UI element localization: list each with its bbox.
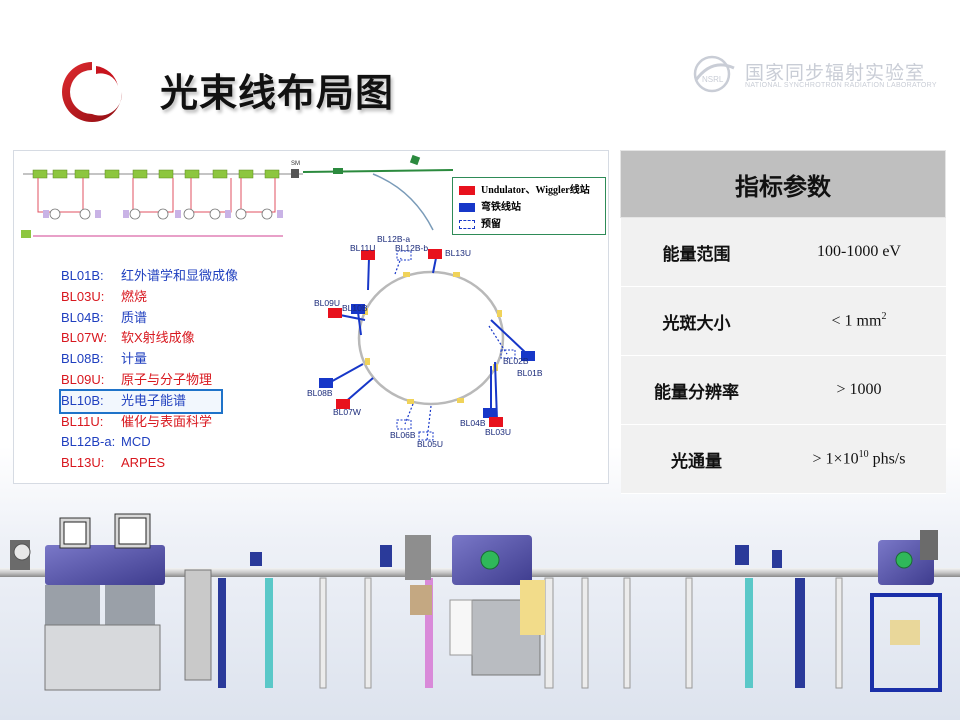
label-bl02b: BL02B [503, 356, 529, 366]
label-bl13u: BL13U [445, 248, 471, 258]
label-bl05u: BL05U [417, 439, 443, 449]
central-endstation [405, 535, 545, 676]
table-row: 光斑大小 < 1 mm2 [620, 286, 946, 356]
beamline-name: 质谱 [121, 309, 148, 325]
beamline-name: 计量 [121, 351, 148, 367]
param-value: 100-1000 eV [772, 217, 946, 287]
sm-label: SM [291, 161, 300, 167]
param-value: > 1×1010 phs/s [772, 424, 946, 494]
legend-undulator-swatch [459, 186, 475, 196]
param-key: 光通量 [620, 424, 773, 494]
label-bl12ba: BL12B-a [377, 234, 411, 244]
reserved-paths [394, 257, 508, 441]
table-row: 光通量 > 1×1010 phs/s [620, 424, 946, 494]
beamline-code: BL03U: [61, 288, 105, 304]
beamline-code: BL13U: [61, 455, 105, 471]
storage-ring-diagram [319, 249, 535, 441]
beamline-list-item: BL08B: 计量 [61, 349, 238, 370]
label-bl06b: BL06B [390, 430, 416, 440]
beamline-code: BL04B: [61, 309, 104, 325]
transport-line [302, 169, 454, 173]
beamline-code: BL09U: [61, 371, 105, 387]
gun [21, 230, 31, 238]
left-endstation [10, 513, 165, 691]
label-bl08b: BL08B [307, 388, 333, 398]
beamline-list-item: BL13U: ARPES [61, 453, 238, 474]
param-value: > 1000 [772, 355, 946, 425]
linac-schematic: SM [21, 154, 454, 238]
beamline-name: 软X射线成像 [121, 330, 195, 346]
nsrl-logo-icon: NSRL [693, 55, 735, 93]
beamline-name: 红外谱学和显微成像 [121, 268, 239, 283]
beamline-code: BL12B-a: [61, 434, 116, 450]
label-bl11u: BL11U [350, 243, 376, 253]
table-header: 指标参数 [620, 150, 946, 218]
beamline-code: BL01B: [61, 268, 104, 283]
beamline-list-item: BL10B: 光电子能谱 [59, 388, 223, 414]
beamline-name: 原子与分子物理 [121, 371, 213, 387]
label-bl03u: BL03U [485, 427, 511, 437]
sm-block [291, 169, 299, 178]
beamline-list-item: BL03U: 燃烧 [61, 287, 238, 308]
param-key: 光斑大小 [620, 286, 773, 356]
beamline-name: 燃烧 [121, 288, 148, 304]
label-bl04b: BL04B [460, 418, 486, 428]
param-key: 能量分辨率 [620, 355, 773, 425]
legend-undulator-label: Undulator、Wiggler线站 [481, 185, 590, 196]
storage-ring [357, 270, 505, 406]
beamline-name: 光电子能谱 [121, 392, 187, 408]
beamline-list-item: BL11U: 催化与表面科学 [61, 412, 238, 433]
modulators [43, 210, 283, 218]
table-row: 能量范围 100-1000 eV [620, 217, 946, 287]
legend-undulator: Undulator、Wiggler线站 [459, 181, 590, 196]
beamline-list-item: BL01B: 红外谱学和显微成像 [61, 266, 238, 287]
beamline-name: ARPES [121, 455, 166, 471]
legend-bending-swatch [459, 203, 475, 213]
legend-reserved: 预留 [459, 215, 501, 230]
beamline-code: BL10B: [61, 392, 104, 408]
label-bl10b: BL10B [342, 303, 368, 313]
beamline-list-item: BL09U: 原子与分子物理 [61, 370, 238, 391]
param-value: < 1 mm2 [772, 286, 946, 356]
beamline-code: BL07W: [61, 330, 108, 346]
page-title: 光束线布局图 [160, 71, 395, 115]
beamline-code: BL08B: [61, 351, 104, 367]
label-bl07w: BL07W [333, 407, 361, 417]
injection-line [372, 173, 434, 231]
beamline-equipment-illustration [0, 513, 960, 692]
label-bl12bb: BL12B-b [395, 243, 429, 253]
table-row: 能量分辨率 > 1000 [620, 355, 946, 425]
label-bl09u: BL09U [314, 298, 340, 308]
org-name-en: NATIONAL SYNCHROTRON RADIATION LABORATOR… [745, 82, 937, 89]
support-columns [184, 569, 843, 689]
transport-magnet-2 [409, 154, 421, 166]
beamline-list-item: BL12B-a: MCD [61, 432, 238, 453]
beamline-list: BL01B: 红外谱学和显微成像 BL03U: 燃烧 BL04B: 质谱 BL07W: 软X射… [59, 266, 238, 474]
beamline-name: 催化与表面科学 [121, 413, 213, 429]
beamline-endstations [319, 249, 535, 441]
label-bl01b: BL01B [517, 368, 543, 378]
beamline-paths [326, 257, 528, 421]
param-key: 能量范围 [620, 217, 773, 287]
legend-bending-label: 弯铁线站 [481, 202, 521, 213]
klystrons [49, 208, 273, 220]
right-endstation [870, 530, 942, 692]
beamline-name: MCD [121, 434, 151, 450]
map-legend: Undulator、Wiggler线站 弯铁线站 预留 [452, 177, 606, 235]
parameter-table: 指标参数 能量范围 100-1000 eV 光斑大小 < 1 mm2 能量分辨率… [620, 150, 946, 494]
beamline-code: BL11U: [61, 413, 104, 429]
legend-reserved-swatch [459, 220, 475, 230]
legend-reserved-label: 预留 [481, 219, 501, 230]
legend-bending: 弯铁线站 [459, 198, 521, 213]
transport-magnet [333, 168, 343, 174]
logo-text: NSRL [702, 75, 724, 84]
beamline-list-item: BL07W: 软X射线成像 [61, 328, 238, 349]
linac-cavities [32, 169, 280, 179]
swirl-logo [62, 62, 123, 122]
beamline-list-item: BL04B: 质谱 [61, 308, 238, 329]
org-name-cn: 国家同步辐射实验室 [745, 62, 926, 84]
valves [250, 545, 782, 568]
